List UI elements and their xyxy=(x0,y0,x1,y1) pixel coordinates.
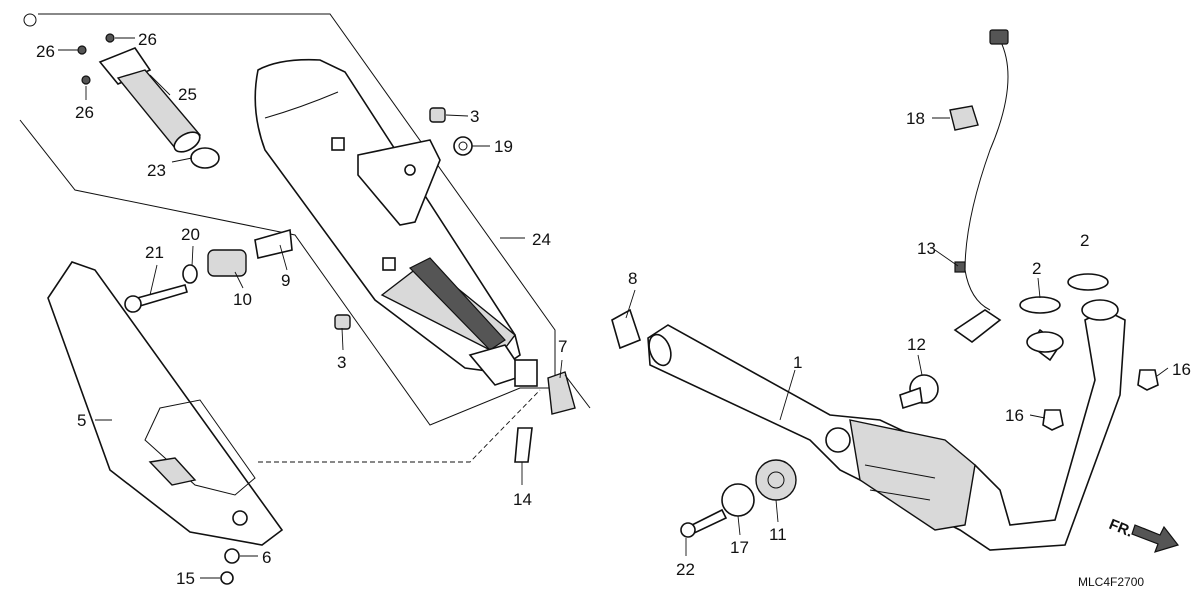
callout-26: 26 xyxy=(75,103,94,122)
rubber-11 xyxy=(755,459,797,501)
callout-13: 13 xyxy=(917,239,936,258)
o2-sensor xyxy=(953,309,1002,343)
connecting-pipe xyxy=(98,47,202,153)
callout-6: 6 xyxy=(262,548,271,567)
callout-8: 8 xyxy=(628,269,637,288)
mount-7 xyxy=(547,371,576,415)
callout-17: 17 xyxy=(730,538,749,557)
bolt-26-c xyxy=(81,75,91,85)
callout-7: 7 xyxy=(558,337,567,356)
callout-14: 14 xyxy=(513,490,532,509)
nut-16-right xyxy=(1137,369,1159,391)
gasket-2-left xyxy=(1019,296,1061,314)
heat-shield xyxy=(47,261,284,546)
assembly-outline xyxy=(19,13,556,426)
callout-2: 2 xyxy=(1032,259,1041,278)
flange-left xyxy=(1026,331,1064,353)
bolt-14 xyxy=(514,427,533,463)
clip-upper xyxy=(429,107,446,123)
sensor-wire xyxy=(964,39,1009,311)
gasket-8 xyxy=(611,308,641,350)
bolt-26-a xyxy=(77,45,87,55)
leader-lines xyxy=(58,37,1169,579)
callout-11: 11 xyxy=(769,525,787,544)
flange-right xyxy=(1081,299,1119,321)
callout-9: 9 xyxy=(281,271,290,290)
callout-2: 2 xyxy=(1080,231,1089,250)
clamp-18 xyxy=(949,105,979,131)
callout-18: 18 xyxy=(906,109,925,128)
callout-19: 19 xyxy=(494,137,513,156)
gasket-2-right xyxy=(1067,273,1109,291)
callout-10: 10 xyxy=(233,290,252,309)
callout-15: 15 xyxy=(176,569,195,588)
tab-upper xyxy=(331,137,345,151)
rubber-10 xyxy=(207,249,247,277)
nut-19 xyxy=(453,136,473,156)
grommet xyxy=(954,261,966,273)
tab-lower xyxy=(382,257,396,271)
front-label: FR. xyxy=(1107,516,1136,541)
front-arrow: FR. xyxy=(1107,516,1180,553)
nut-16-left xyxy=(1042,409,1064,431)
bolt-15 xyxy=(220,571,234,585)
callout-24: 24 xyxy=(532,230,551,249)
callout-5: 5 xyxy=(77,411,86,430)
reference-circle xyxy=(23,13,37,27)
muffler-bracket xyxy=(357,139,441,226)
washer-6 xyxy=(224,548,240,564)
callout-16: 16 xyxy=(1172,360,1191,379)
muffler xyxy=(254,58,538,387)
bracket-hole xyxy=(404,164,416,176)
callout-22: 22 xyxy=(676,560,695,579)
diagram-code: MLC4F2700 xyxy=(1078,575,1144,589)
callout-16: 16 xyxy=(1005,406,1024,425)
clip-lower xyxy=(334,314,351,330)
washer-20 xyxy=(182,264,198,284)
callout-20: 20 xyxy=(181,225,200,244)
callout-1: 1 xyxy=(793,353,802,372)
gasket-23 xyxy=(190,147,220,169)
bolt-26-b xyxy=(105,33,115,43)
callout-21: 21 xyxy=(145,243,164,262)
collar-9 xyxy=(254,228,293,259)
callout-26: 26 xyxy=(138,30,157,49)
callout-3: 3 xyxy=(337,353,346,372)
callout-labels: 1 1 2 2 3 3 5 6 7 8 9 10 11 12 13 14 15 … xyxy=(36,30,1191,588)
callout-12: 12 xyxy=(907,335,926,354)
callout-25: 25 xyxy=(178,85,197,104)
callout-23: 23 xyxy=(147,161,166,180)
sensor-connector xyxy=(989,29,1009,45)
washer-17 xyxy=(721,483,755,517)
callout-3: 3 xyxy=(470,107,479,126)
callout-26: 26 xyxy=(36,42,55,61)
